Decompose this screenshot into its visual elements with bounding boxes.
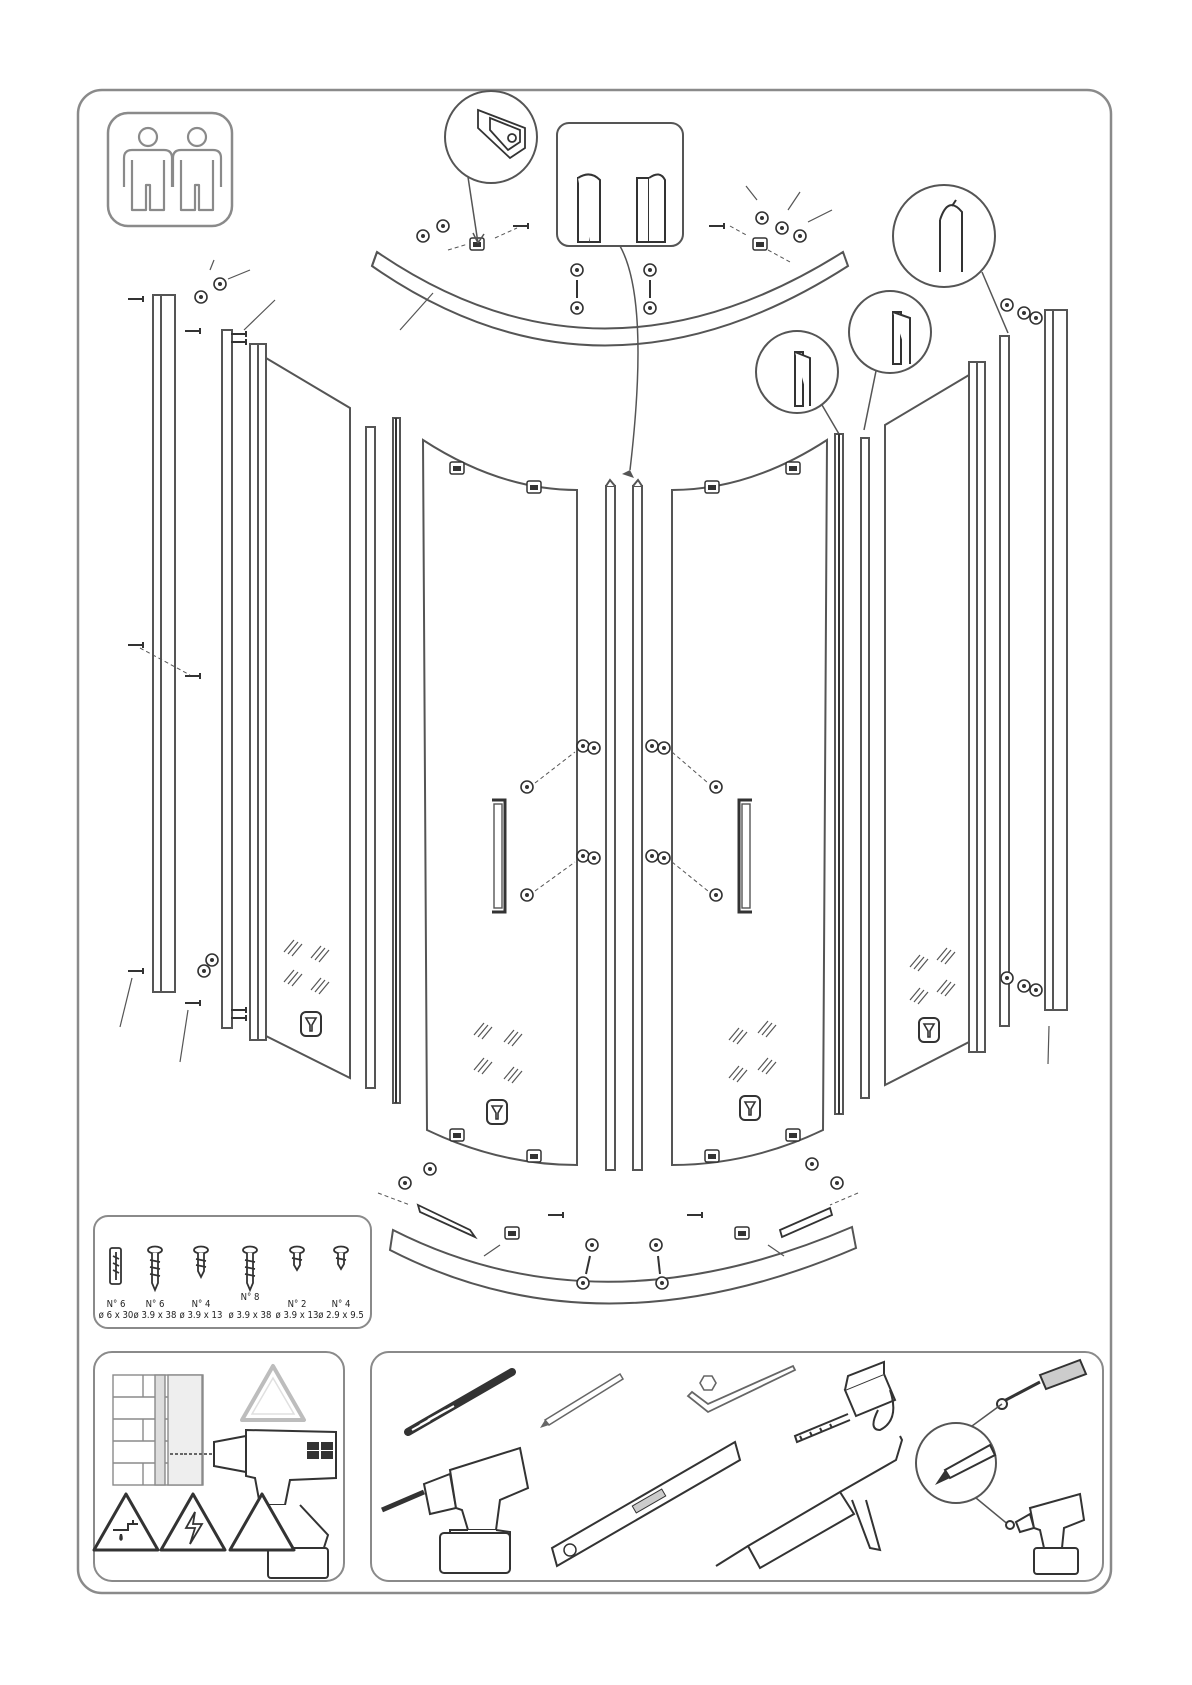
screw-dowel-icon [110,1248,121,1284]
left-panel-channel [222,330,266,1040]
screw-count-4: N° 8 [241,1292,260,1303]
two-people-icon [108,113,232,226]
top-curved-profile [372,252,848,346]
right-fixed-glass [885,375,969,1085]
screw-count-3: N° 4 [192,1299,211,1310]
screw-size-2: ø 3.9 x 38 [134,1310,177,1321]
screw-count-1: N° 6 [107,1299,126,1310]
detail-box-magnetic-seals [557,123,683,478]
right-sliding-door [672,440,827,1165]
detail-circle-right-seal-a [756,331,839,434]
left-sliding-door [423,440,577,1165]
left-seal-strips [366,418,400,1103]
safety-panel [94,1352,344,1581]
right-seal-strips [835,434,869,1114]
left-fixed-glass [266,358,350,1078]
screw-count-6: N° 4 [332,1299,351,1310]
detail-circle-top-clip [445,91,537,243]
screw-size-5: ø 3.9 x 13 [276,1310,319,1321]
right-panel-channel [969,336,1009,1052]
top-fixings-right [709,186,832,262]
left-wall-profile [153,295,175,992]
bottom-curved-profile [390,1227,856,1304]
screw-size-4: ø 3.9 x 38 [229,1310,272,1321]
top-fixings-left [417,220,528,250]
screw-size-6: ø 2.9 x 9.5 [318,1310,364,1321]
left-panel-screws [231,331,246,1021]
center-magnetic-seals [606,480,642,1170]
screw-count-2: N° 6 [146,1299,165,1310]
right-wall-profile [1045,310,1067,1010]
screw-count-5: N° 2 [288,1299,307,1310]
screw-legend-panel: N° 6 ø 6 x 30 N° 6 ø 3.9 x 38 N° 4 ø 3.9… [94,1216,371,1328]
screw-size-3: ø 3.9 x 13 [180,1310,223,1321]
tools-panel [371,1352,1103,1581]
top-center-screws [571,264,656,314]
screw-size-1: ø 6 x 30 [99,1310,134,1321]
